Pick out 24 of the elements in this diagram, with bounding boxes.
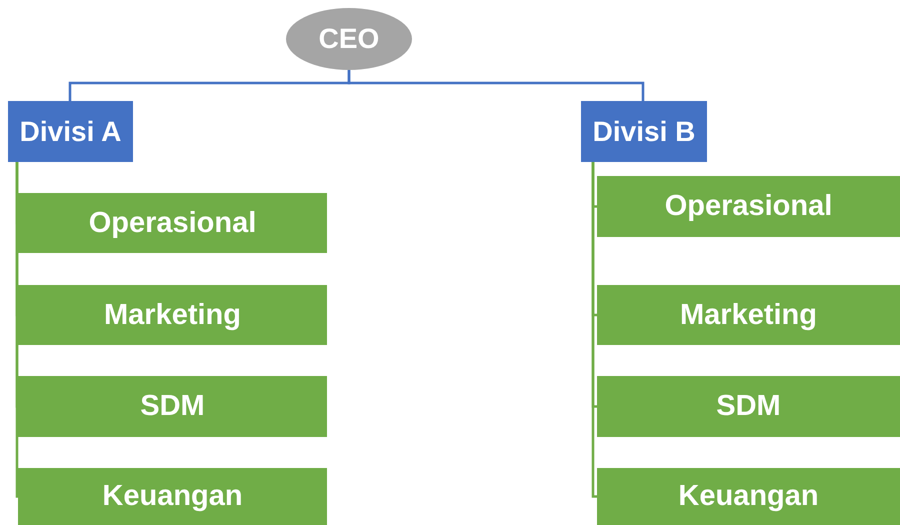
unit-box [597, 376, 900, 437]
unit-box [18, 376, 327, 437]
unit-label: Marketing [104, 298, 241, 332]
unit-label: SDM [140, 390, 205, 423]
division-label: Divisi B [592, 116, 696, 148]
unit-box [597, 468, 900, 525]
unit-box [18, 193, 327, 253]
connector-line [16, 162, 20, 498]
division-box [8, 101, 133, 162]
unit-label: Operasional [664, 190, 832, 223]
unit-box [18, 468, 327, 525]
unit-label: SDM [716, 390, 781, 423]
ceo-label: CEO [318, 23, 380, 55]
division-label: Divisi A [20, 116, 122, 148]
unit-label: Keuangan [678, 480, 819, 513]
unit-box [597, 176, 900, 237]
unit-label: Keuangan [102, 480, 243, 513]
unit-label: Marketing [680, 298, 817, 332]
unit-label: Operasional [88, 206, 256, 240]
connector-line [348, 70, 644, 101]
connector-line [592, 162, 597, 498]
unit-box [597, 285, 900, 345]
unit-box [18, 285, 327, 345]
division-box [581, 101, 707, 162]
